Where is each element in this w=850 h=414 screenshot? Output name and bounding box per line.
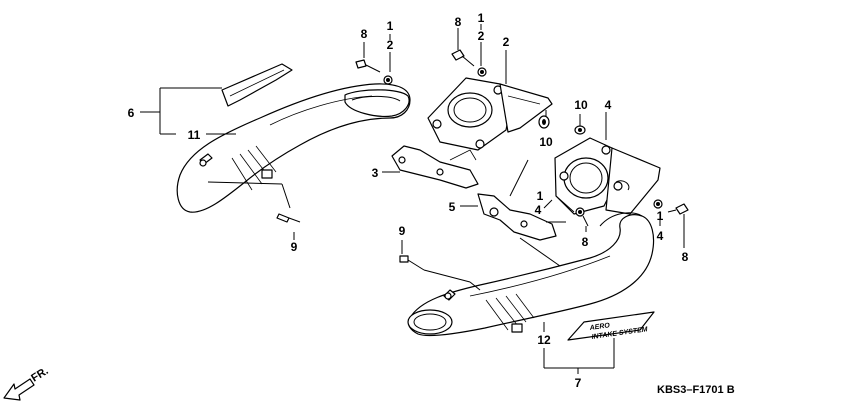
label-8-right: 8 <box>682 250 689 264</box>
label-4-flange: 4 <box>605 98 612 112</box>
left-duct-hatch <box>231 145 277 191</box>
label-1-top-center: 1 <box>478 11 485 25</box>
label-4-center: 4 <box>535 203 542 217</box>
screw-lower-9 <box>399 255 425 271</box>
bracket-5 <box>477 159 561 267</box>
center-top-flange <box>427 77 553 151</box>
leader-lines <box>140 24 685 374</box>
right-duct-hatch <box>485 293 535 331</box>
emblem-line-1: AERO <box>588 322 611 332</box>
screw-left-9 <box>276 213 301 223</box>
label-8-center: 8 <box>582 235 589 249</box>
nut-10-right <box>574 125 586 135</box>
bracket-3 <box>391 145 479 189</box>
label-2-top-left: 2 <box>387 38 394 52</box>
label-11: 11 <box>188 128 201 142</box>
aero-intake-emblem: AERO INTAKE SYSTEM <box>567 311 655 341</box>
figure-code: KBS3–F1701 B <box>657 384 735 396</box>
label-7: 7 <box>575 376 582 390</box>
label-1-right: 1 <box>657 209 664 223</box>
right-flange <box>554 137 661 215</box>
nut-10-left <box>538 115 550 129</box>
front-direction-arrow: FR. <box>3 365 51 401</box>
left-duct-cover <box>221 63 293 107</box>
label-2-flange: 2 <box>503 35 510 49</box>
label-2-top-center: 2 <box>478 29 485 43</box>
left-intake-duct <box>176 83 411 213</box>
label-1-center: 1 <box>537 189 544 203</box>
label-8-top-left: 8 <box>361 27 368 41</box>
label-8-top-center: 8 <box>455 15 462 29</box>
label-10-right: 10 <box>574 98 588 112</box>
label-9-lower: 9 <box>399 224 406 238</box>
bolt-top-center <box>451 49 487 77</box>
label-10-left: 10 <box>539 135 553 149</box>
label-12: 12 <box>537 333 551 347</box>
bolt-top-left <box>355 59 393 85</box>
label-3: 3 <box>372 166 379 180</box>
label-9-left: 9 <box>291 240 298 254</box>
part-labels: 6 11 8 1 2 8 1 2 2 3 5 10 10 4 1 4 8 1 4… <box>128 11 689 390</box>
bolt-center-lower <box>575 207 589 227</box>
right-intake-duct <box>407 212 655 337</box>
label-6: 6 <box>128 106 135 120</box>
label-5: 5 <box>449 200 456 214</box>
bolt-right-side <box>653 199 689 215</box>
label-1-top-left: 1 <box>387 19 394 33</box>
label-4-right: 4 <box>657 229 664 243</box>
